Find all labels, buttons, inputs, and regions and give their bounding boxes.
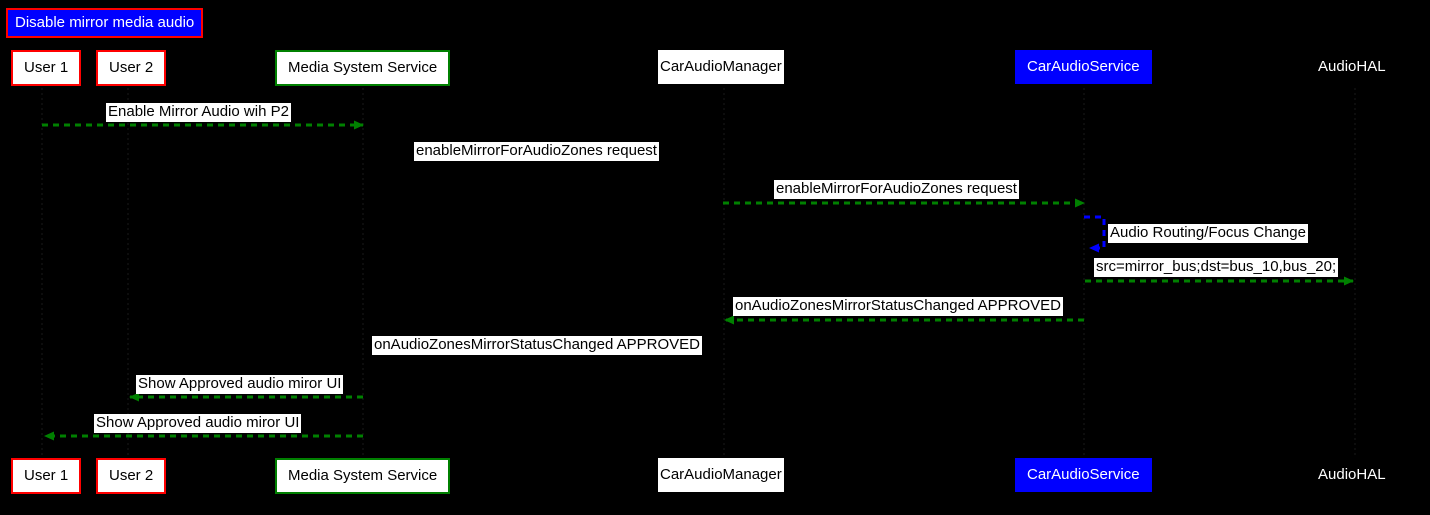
participant-header-audio-hal: AudioHAL bbox=[1318, 58, 1386, 75]
participant-header-user1[interactable]: User 1 bbox=[11, 50, 82, 86]
participant-footer-car-audio-service[interactable]: CarAudioService bbox=[1015, 458, 1152, 492]
message-label-8: Show Approved audio miror UI bbox=[136, 375, 344, 394]
participant-footer-audio-hal: AudioHAL bbox=[1318, 466, 1386, 483]
participant-header-user2[interactable]: User 2 bbox=[96, 50, 167, 86]
lifelines bbox=[41, 88, 1356, 457]
message-label-9: Show Approved audio miror UI bbox=[94, 414, 302, 433]
participant-header-car-audio-service[interactable]: CarAudioService bbox=[1015, 50, 1152, 84]
message-arrow-4-selfloop bbox=[1084, 215, 1106, 253]
message-label-6: onAudioZonesMirrorStatusChanged APPROVED bbox=[733, 297, 1064, 316]
participant-footer-user1[interactable]: User 1 bbox=[11, 458, 82, 494]
participant-footer-media-system-service[interactable]: Media System Service bbox=[275, 458, 451, 494]
message-label-1: Enable Mirror Audio wih P2 bbox=[106, 103, 291, 122]
message-label-7: onAudioZonesMirrorStatusChanged APPROVED bbox=[372, 336, 703, 355]
participant-header-car-audio-manager[interactable]: CarAudioManager bbox=[658, 50, 784, 84]
participant-header-media-system-service[interactable]: Media System Service bbox=[275, 50, 451, 86]
message-label-2: enableMirrorForAudioZones request bbox=[414, 142, 659, 161]
participant-footer-user2[interactable]: User 2 bbox=[96, 458, 167, 494]
message-label-5: src=mirror_bus;dst=bus_10,bus_20; bbox=[1094, 258, 1339, 277]
participant-footer-car-audio-manager[interactable]: CarAudioManager bbox=[658, 458, 784, 492]
message-label-3: enableMirrorForAudioZones request bbox=[774, 180, 1019, 199]
diagram-title: Disable mirror media audio bbox=[6, 8, 204, 38]
message-label-4: Audio Routing/Focus Change bbox=[1108, 224, 1308, 243]
